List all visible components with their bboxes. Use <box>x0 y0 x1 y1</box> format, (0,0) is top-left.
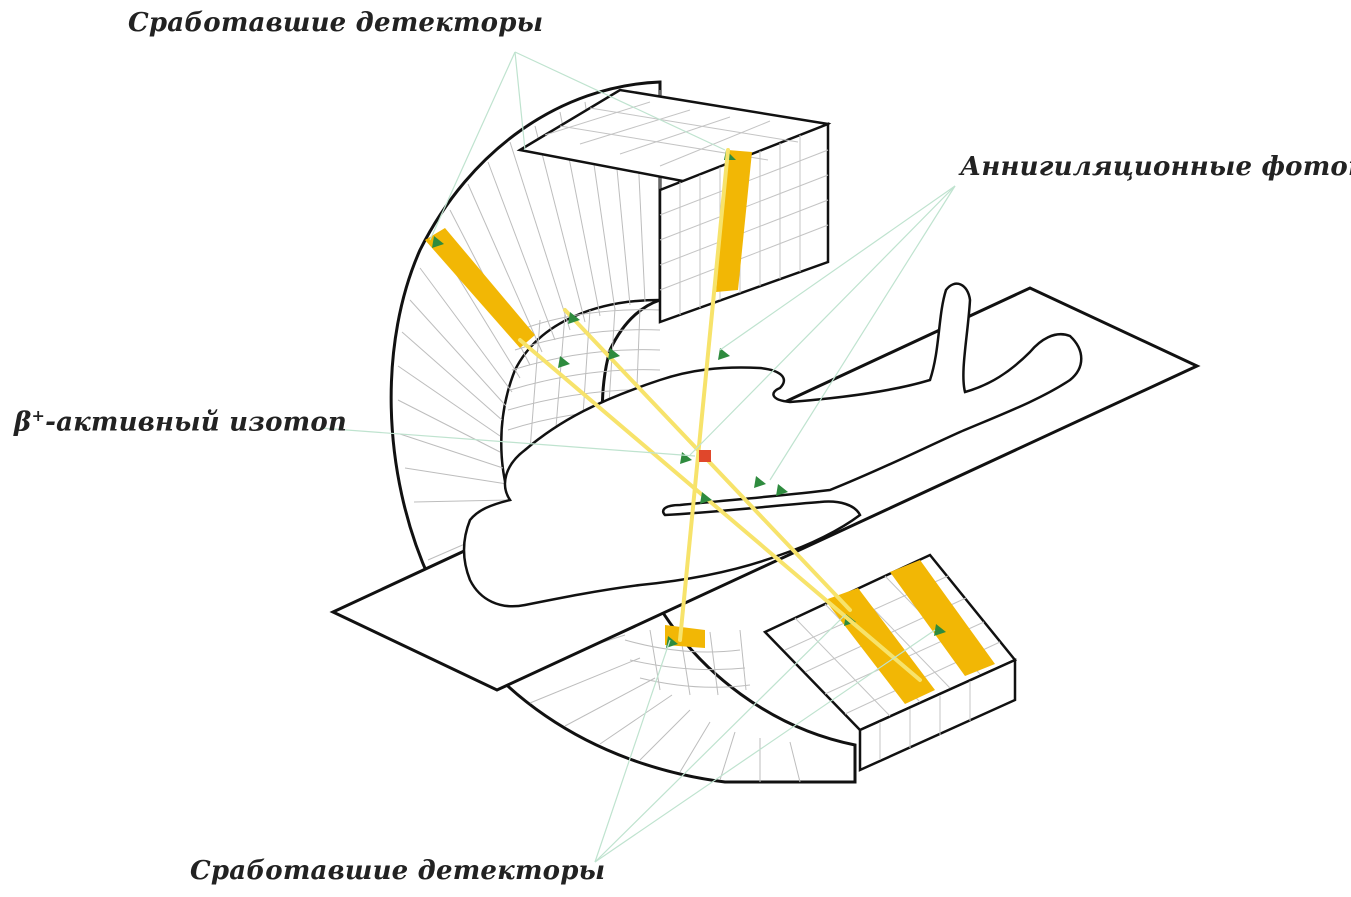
annihilation-photons-label: Аннигиляционные фотоны <box>960 152 1351 182</box>
isotope-prefix: β <box>14 408 31 438</box>
detectors-bottom-label: Сработавшие детекторы <box>190 856 605 886</box>
isotope-superscript: + <box>31 406 45 425</box>
photon-marker <box>718 348 730 360</box>
isotope-suffix: -активный изотоп <box>45 408 347 438</box>
photon-marker <box>608 348 620 360</box>
isotope-label: β+-активный изотоп <box>14 406 347 438</box>
isotope-source-marker <box>699 450 711 462</box>
detectors-top-label: Сработавшие детекторы <box>128 8 543 38</box>
